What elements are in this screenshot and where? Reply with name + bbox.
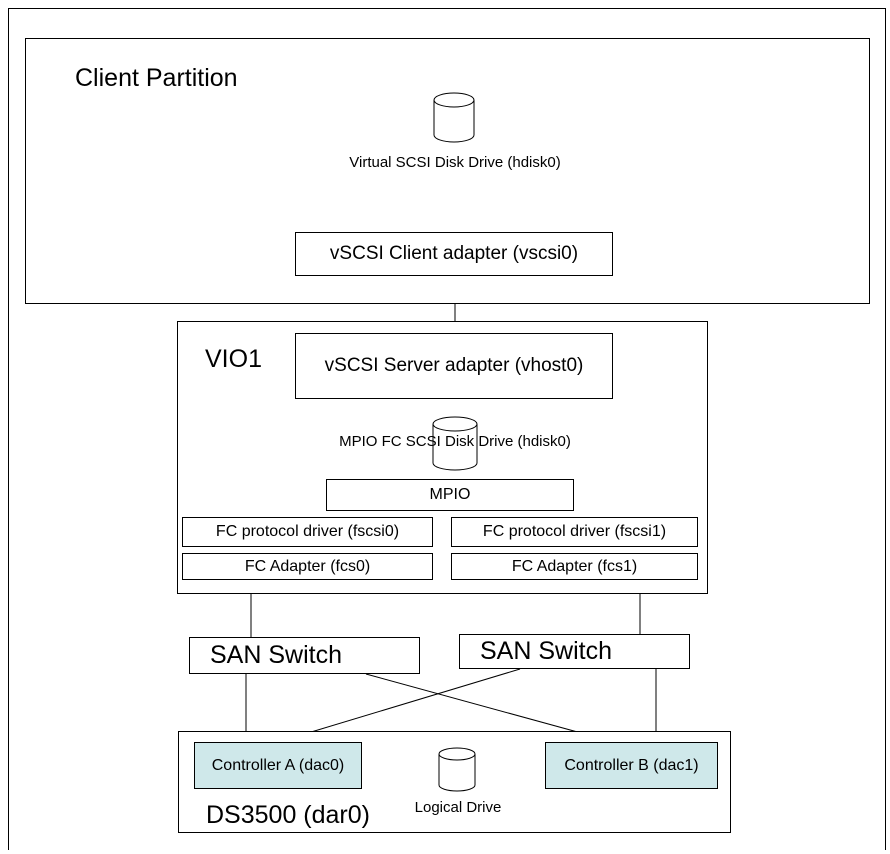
controller-b: Controller B (dac1) (545, 742, 718, 789)
virtual-disk-icon (433, 92, 475, 143)
mpio-disk-label: MPIO FC SCSI Disk Drive (hdisk0) (339, 432, 571, 450)
link-switch1-to-controller-b (365, 673, 615, 743)
mpio-disk-icon (432, 416, 478, 471)
fc-protocol-driver-1: FC protocol driver (fscsi1) (451, 517, 698, 547)
fc-adapter-1: FC Adapter (fcs1) (451, 553, 698, 580)
san-switch-1: SAN Switch (189, 637, 420, 674)
vscsi-server-adapter: vSCSI Server adapter (vhost0) (295, 333, 613, 399)
logical-drive-icon (438, 747, 476, 792)
san-switch-2: SAN Switch (459, 634, 690, 669)
client-partition-title: Client Partition (75, 64, 238, 92)
link-switch2-to-controller-a (277, 668, 521, 743)
fc-adapter-0: FC Adapter (fcs0) (182, 553, 433, 580)
vscsi-client-adapter: vSCSI Client adapter (vscsi0) (295, 232, 613, 276)
ds3500-title: DS3500 (dar0) (206, 801, 370, 829)
figure-frame (8, 8, 886, 850)
fc-protocol-driver-0: FC protocol driver (fscsi0) (182, 517, 433, 547)
controller-a: Controller A (dac0) (194, 742, 362, 789)
logical-drive-label: Logical Drive (414, 798, 502, 816)
virtual-disk-label: Virtual SCSI Disk Drive (hdisk0) (349, 153, 561, 171)
vio-title: VIO1 (205, 345, 262, 373)
mpio-box: MPIO (326, 479, 574, 511)
